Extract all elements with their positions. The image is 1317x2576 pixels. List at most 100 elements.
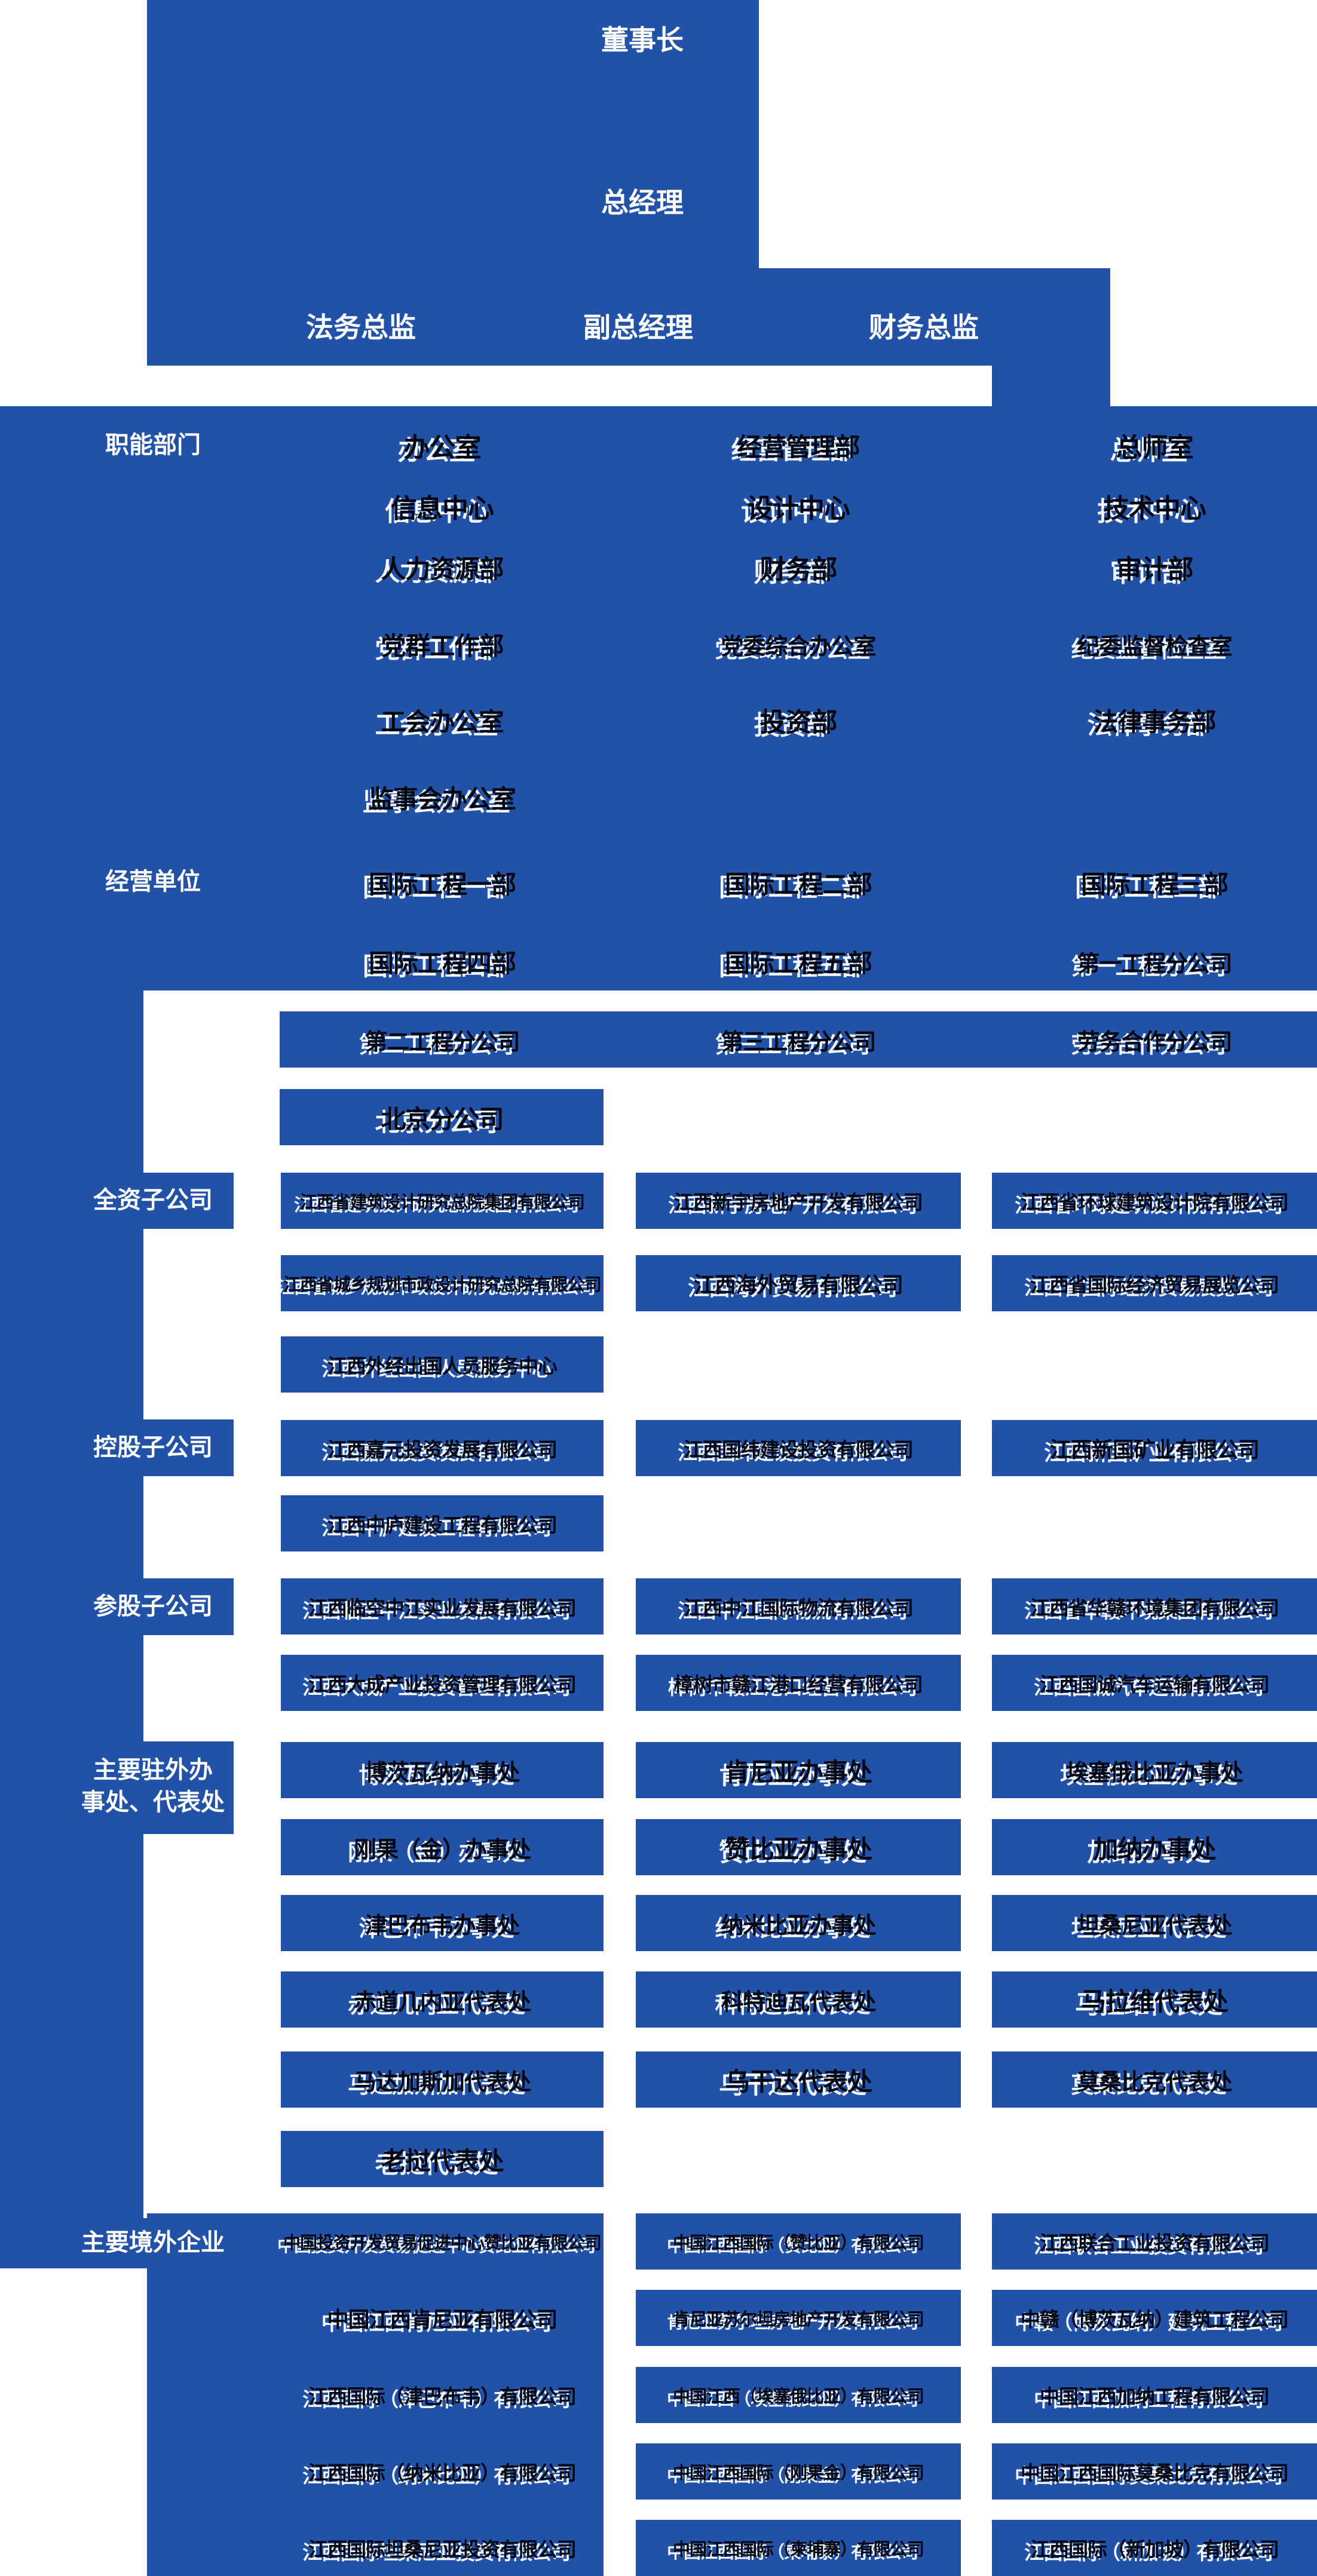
cell-text-wrap: 江西省城乡规划市政设计研究总院有限公司江西省城乡规划市政设计研究总院有限公司: [277, 1271, 602, 1298]
org-cell: 经营管理部经营管理部: [636, 417, 961, 473]
cell-text-wrap: 财务部财务部: [754, 548, 838, 588]
cell-text-wrap: 中赣（博茨瓦纳）建筑工程公司中赣（博茨瓦纳）建筑工程公司: [1015, 2304, 1289, 2334]
cell-text-wrap: 赤道几内亚代表处赤道几内亚代表处: [348, 1983, 531, 2018]
overseas-col1-slab: [147, 2213, 604, 2576]
org-box: [281, 1255, 604, 1311]
cell-text: 江西省城乡规划市政设计研究总院有限公司: [283, 1274, 602, 1295]
cell-text: 江西嘉元投资发展有限公司: [327, 1438, 558, 1461]
section-label-3: 控股子公司: [93, 1434, 213, 1461]
cell-ghost-text: 刚果（金）办事处: [347, 1839, 525, 1866]
label-block-wholly: [0, 1173, 234, 1229]
cell-text: 加纳办事处: [1093, 1834, 1216, 1864]
org-box: [992, 1742, 1317, 1798]
cell-ghost-text: 经营管理部: [731, 435, 854, 465]
org-cell: 江西国际（新加坡）有限公司江西国际（新加坡）有限公司: [992, 2520, 1317, 2576]
cell-ghost-text: 劳务合作分公司: [1071, 1031, 1226, 1058]
cell-ghost-text: 信息中心: [385, 496, 488, 527]
org-cell: 中国江西加纳工程有限公司中国江西加纳工程有限公司: [992, 2367, 1317, 2423]
cell-text: 办公室: [403, 433, 482, 463]
cell-text: 江西临空中江实业发展有限公司: [308, 1596, 577, 1620]
cell-text-wrap: 技术中心技术中心: [1097, 487, 1206, 527]
org-box: [636, 1655, 961, 1711]
org-cell: 埃塞俄比亚办事处埃塞俄比亚办事处: [992, 1742, 1317, 1798]
cell-text: 江西省国际经济贸易展览公司: [1030, 1273, 1279, 1296]
cell-text: 第二工程分公司: [365, 1028, 520, 1055]
branch-row-bar: [280, 1011, 1317, 1068]
cell-ghost-text: 加纳办事处: [1087, 1837, 1210, 1867]
cell-text: 莫桑比克代表处: [1077, 2068, 1232, 2095]
cell-ghost-text: 国际工程四部: [362, 951, 510, 981]
org-cell: 第二工程分公司第二工程分公司: [281, 1011, 604, 1068]
finance-director-block: [759, 268, 1110, 366]
cell-text-wrap: 埃塞俄比亚办事处埃塞俄比亚办事处: [1060, 1754, 1244, 1789]
cell-text-wrap: 总师室总师室: [1110, 426, 1194, 466]
cell-ghost-text: 江西外经出国人员服务中心: [321, 1357, 552, 1381]
cell-ghost-text: 江西中江国际物流有限公司: [678, 1599, 908, 1623]
org-cell: 博茨瓦纳办事处博茨瓦纳办事处: [281, 1742, 604, 1798]
finance-connector: [992, 366, 1110, 407]
cell-text-wrap: 江西省国际经济贸易展览公司江西省国际经济贸易展览公司: [1024, 1269, 1279, 1299]
org-box: [281, 1420, 604, 1476]
org-box: [992, 2290, 1317, 2346]
cell-text: 江西国际（津巴布韦）有限公司: [308, 2385, 577, 2408]
cell-ghost-text: 江西中庐建设工程有限公司: [321, 1516, 552, 1540]
org-cell: 人力资源部人力资源部: [281, 539, 604, 595]
org-cell: 江西国际（纳米比亚）有限公司江西国际（纳米比亚）有限公司: [281, 2443, 604, 2500]
cell-text-wrap: 中国江西国际莫桑比克有限公司中国江西国际莫桑比克有限公司: [1015, 2457, 1289, 2488]
org-cell: 江西联合工业投资有限公司江西联合工业投资有限公司: [992, 2213, 1317, 2270]
cell-ghost-text: 技术中心: [1097, 496, 1200, 527]
cell-text-wrap: 中国江西加纳工程有限公司中国江西加纳工程有限公司: [1034, 2381, 1270, 2411]
org-cell: 江西省环球建筑设计院有限公司江西省环球建筑设计院有限公司: [992, 1173, 1317, 1229]
cell-text-wrap: 江西国诚汽车运输有限公司江西国诚汽车运输有限公司: [1034, 1669, 1270, 1699]
cell-text-wrap: 老挝代表处老挝代表处: [375, 2141, 504, 2179]
cell-text: 信息中心: [391, 493, 494, 524]
cell-ghost-text: 马达加斯加代表处: [347, 2071, 525, 2098]
cell-ghost-text: 中国江西国际莫桑比克有限公司: [1015, 2464, 1283, 2488]
departments-block: [0, 406, 1317, 990]
org-cell: 中国江西国际莫桑比克有限公司中国江西国际莫桑比克有限公司: [992, 2443, 1317, 2500]
cell-ghost-text: 国际工程一部: [362, 872, 510, 902]
cell-text: 国际工程三部: [1080, 869, 1229, 899]
org-cell: 江西省城乡规划市政设计研究总院有限公司江西省城乡规划市政设计研究总院有限公司: [277, 1255, 604, 1311]
org-cell: 纳米比亚办事处纳米比亚办事处: [636, 1895, 961, 1951]
org-cell: 江西海外贸易有限公司江西海外贸易有限公司: [636, 1255, 961, 1311]
org-cell: 乌干达代表处乌干达代表处: [636, 2051, 961, 2108]
org-box: [992, 1420, 1317, 1476]
section-label-5: 主要驻外办 事处、代表处: [81, 1756, 225, 1816]
org-cell: 第一工程分公司第一工程分公司: [992, 933, 1317, 989]
cell-ghost-text: 赞比亚办事处: [718, 1837, 866, 1867]
org-box: [281, 2051, 604, 2108]
cell-text: 人力资源部: [381, 554, 504, 584]
cell-ghost-text: 江西嘉元投资发展有限公司: [321, 1441, 552, 1464]
cell-ghost-text: 法律事务部: [1087, 710, 1210, 740]
cell-text: 监事会办公室: [368, 784, 516, 814]
org-box: [281, 1742, 604, 1798]
org-box: [281, 1173, 604, 1229]
cell-ghost-text: 乌干达代表处: [718, 2069, 866, 2099]
title-finance-director: 财务总监: [869, 311, 979, 344]
cell-ghost-text: 党群工作部: [375, 634, 498, 664]
cell-text-wrap: 赞比亚办事处赞比亚办事处: [719, 1829, 872, 1867]
org-box: [281, 1971, 604, 2028]
cell-ghost-text: 党委综合办公室: [715, 636, 870, 663]
cell-ghost-text: 江西省建筑设计研究总院集团有限公司: [293, 1195, 579, 1215]
org-box: [636, 1971, 961, 2028]
org-box: [636, 1173, 961, 1229]
cell-text-wrap: 马拉维代表处马拉维代表处: [1075, 1982, 1229, 2019]
cell-ghost-text: 国际工程三部: [1074, 872, 1223, 902]
org-box: [636, 2520, 961, 2576]
cell-text: 中赣（博茨瓦纳）建筑工程公司: [1021, 2308, 1289, 2331]
org-cell: 肯尼亚苏尔坦房地产开发有限公司肯尼亚苏尔坦房地产开发有限公司: [636, 2290, 961, 2346]
label-block-holding: [0, 1419, 234, 1476]
org-box: [992, 1173, 1317, 1229]
cell-text: 江西中江国际物流有限公司: [684, 1596, 914, 1620]
cell-ghost-text: 博茨瓦纳办事处: [359, 1762, 514, 1789]
org-cell: 加纳办事处加纳办事处: [992, 1819, 1317, 1875]
cell-text: 北京分公司: [381, 1104, 504, 1134]
cell-text: 投资部: [759, 707, 838, 738]
cell-text-wrap: 第二工程分公司第二工程分公司: [359, 1023, 520, 1058]
cell-ghost-text: 江西大成产业投资管理有限公司: [302, 1676, 571, 1699]
org-box: [992, 1578, 1317, 1634]
cell-ghost-text: 江西新国矿业有限公司: [1043, 1441, 1254, 1465]
cell-ghost-text: 江西联合工业投资有限公司: [1034, 2234, 1264, 2258]
